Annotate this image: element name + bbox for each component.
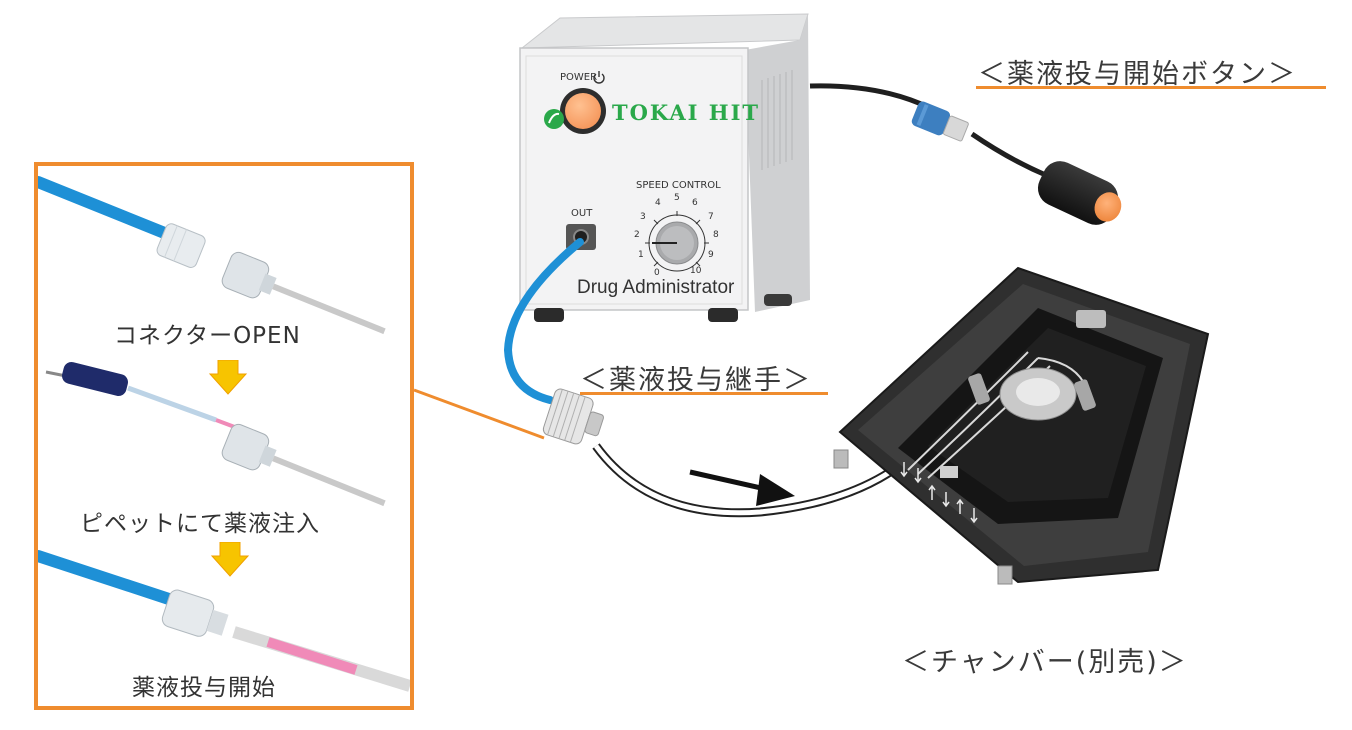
out-label: OUT xyxy=(571,208,593,219)
power-symbol-icon xyxy=(593,71,605,84)
down-arrow-icon xyxy=(208,360,248,395)
step2-label: ピペットにて薬液注入 xyxy=(80,511,320,537)
step3-label: 薬液投与開始 xyxy=(132,675,276,701)
dial-number-2: 2 xyxy=(634,230,640,240)
step2-illustration xyxy=(45,362,386,507)
tube-to-chamber xyxy=(592,443,893,518)
down-arrow-icon xyxy=(210,542,250,577)
dial-number-8: 8 xyxy=(713,230,719,240)
panel-connector-line xyxy=(413,388,545,440)
fitting-callout-underline xyxy=(580,392,828,395)
tokai-hit-logo-icon xyxy=(544,109,564,129)
fitting-callout: ＜薬液投与継手＞ xyxy=(580,365,812,396)
speed-control-label: SPEED CONTROL xyxy=(636,180,721,191)
chamber-callout: ＜チャンバー(別売)＞ xyxy=(902,647,1188,678)
step1-label: コネクターOPEN xyxy=(114,323,301,349)
drug-fitting[interactable] xyxy=(538,382,605,450)
speed-dial-knob xyxy=(645,211,709,272)
dial-number-0: 0 xyxy=(654,268,660,278)
dial-number-5: 5 xyxy=(674,193,680,203)
dial-number-3: 3 xyxy=(640,212,646,222)
dial-number-10: 10 xyxy=(690,266,702,276)
dial-number-7: 7 xyxy=(708,212,714,222)
start-button-callout-underline xyxy=(976,86,1326,89)
dial-number-4: 4 xyxy=(655,198,661,208)
product-name: Drug Administrator xyxy=(577,277,735,298)
dial-number-9: 9 xyxy=(708,250,714,260)
step3-illustration xyxy=(38,550,410,692)
power-button[interactable] xyxy=(560,88,606,134)
fitting-icon xyxy=(542,388,605,445)
speed-dial[interactable] xyxy=(642,208,712,278)
start-button-callout: ＜薬液投与開始ボタン＞ xyxy=(978,59,1297,90)
start-button-cable xyxy=(809,83,1049,179)
brand-logo-text: TOKAI HIT xyxy=(612,100,761,125)
instruction-panel: コネクターOPEN ピペットにて薬液注入 薬液投与開始 xyxy=(34,162,414,710)
dial-number-1: 1 xyxy=(638,250,644,260)
blue-tube xyxy=(503,238,584,404)
dial-number-6: 6 xyxy=(692,198,698,208)
chamber xyxy=(833,266,1210,585)
step1-illustration xyxy=(38,176,386,335)
power-label: POWER xyxy=(560,72,598,83)
